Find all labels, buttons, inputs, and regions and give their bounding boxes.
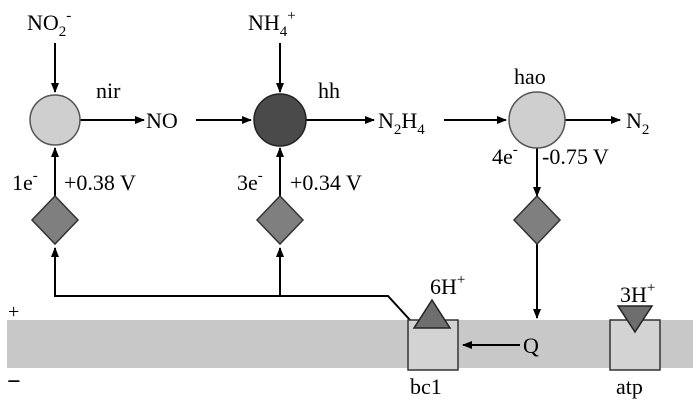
electron-carrier-diamond-2 [255,194,305,246]
electron-carrier-diamond-1 [30,194,80,246]
nir-node [29,94,81,146]
nir-label: nir [96,78,121,103]
electron-path-bc1-to-diamonds [51,247,411,321]
hh-label: hh [318,78,340,103]
atp-complex-box [609,319,661,371]
potential-3-label: -0.75 V [542,144,609,169]
membrane-plus-sign: + [8,301,19,323]
nh4-label: NH4+ [248,8,296,40]
quinone-label: Q [523,333,539,358]
atp-proton-triangle [616,305,654,334]
n2h4-label: N2H4 [378,108,425,138]
n2-label: N2 [626,108,649,138]
electrons-1-label: 1e- [12,168,38,195]
hh-node [253,93,307,147]
no2-label: NO2- [27,8,71,40]
no-label: NO [146,108,178,133]
electrons-2-label: 3e- [237,168,263,195]
potential-1-label: +0.38 V [64,170,136,195]
hao-node [508,91,566,149]
hao-label: hao [514,64,546,89]
potential-2-label: +0.34 V [290,170,362,195]
bc1-proton-triangle [412,298,452,329]
atp-label: atp [616,374,643,399]
atp-proton-label: 3H+ [620,280,655,307]
bc1-proton-label: 6H+ [430,272,465,299]
electrons-3-label: 4e- [492,142,518,169]
membrane-band [7,320,693,368]
bc1-label: bc1 [410,374,442,399]
membrane-minus-sign: − [7,369,21,395]
electron-carrier-diamond-3 [512,194,562,246]
